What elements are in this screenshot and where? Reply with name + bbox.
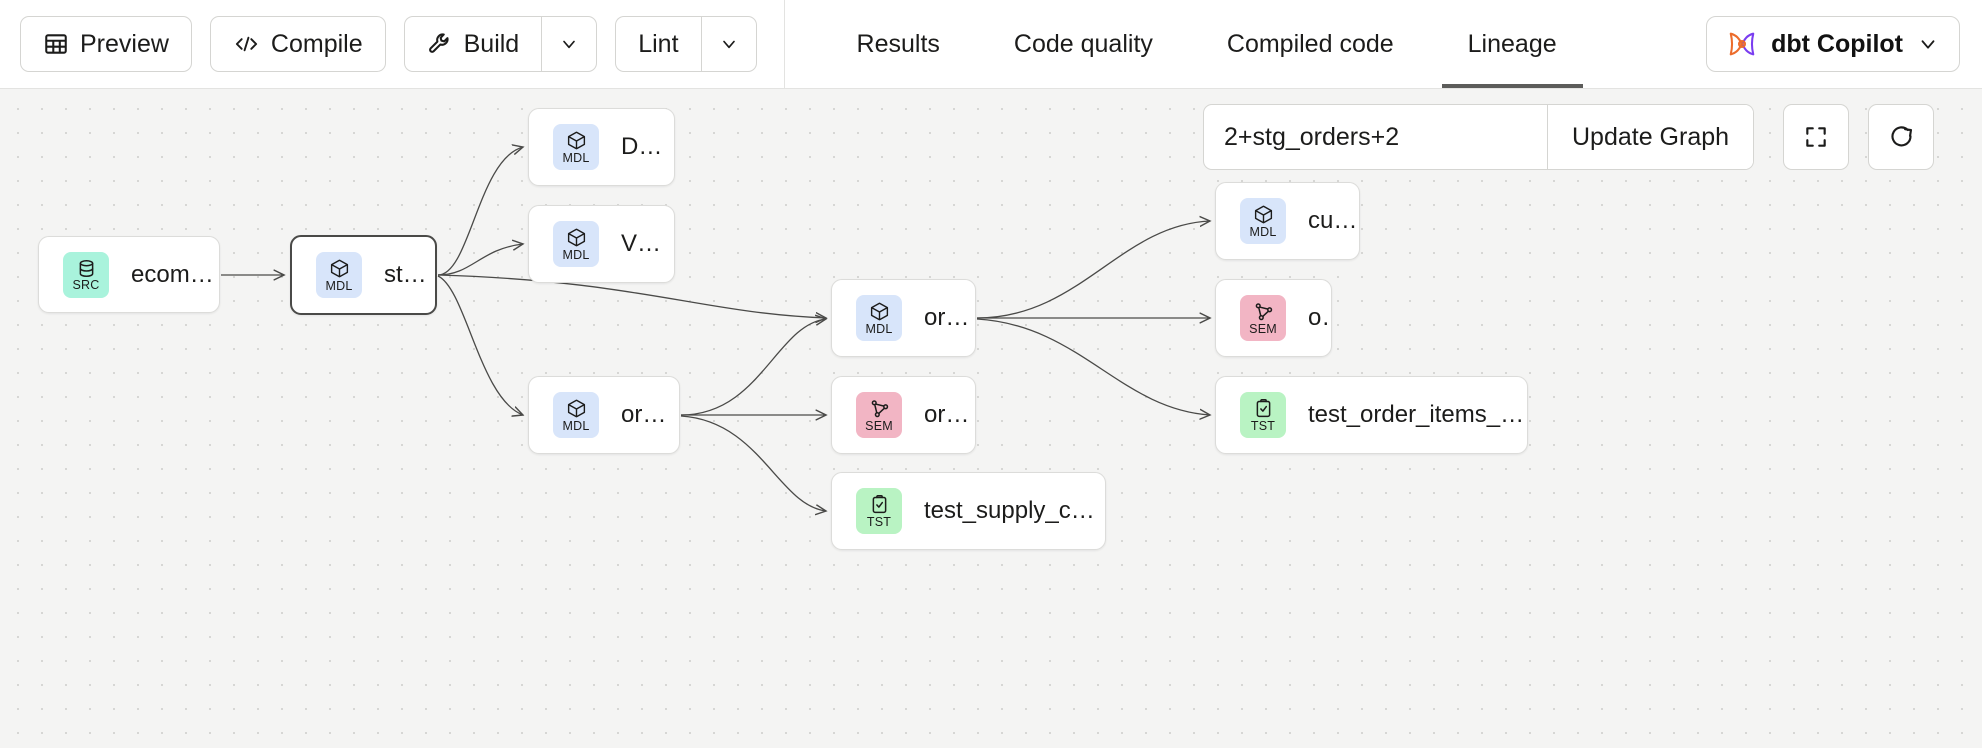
refresh-graph-button[interactable] (1868, 104, 1934, 170)
lineage-node-orders_sem[interactable]: SEM orders (1215, 279, 1332, 357)
node-type-label: TST (866, 514, 892, 529)
tst-badge: TST (1240, 392, 1286, 438)
node-type-label: TST (1250, 418, 1276, 433)
preview-button-label: Preview (80, 29, 169, 58)
cube-icon (566, 398, 587, 420)
build-split-button: Build (403, 16, 598, 72)
table-icon (43, 31, 69, 57)
mdl-badge: MDL (856, 295, 902, 341)
graph-selector-input[interactable] (1204, 105, 1547, 169)
tab-code-quality[interactable]: Code quality (988, 0, 1179, 88)
compile-button[interactable]: Compile (209, 16, 386, 72)
mdl-badge: MDL (553, 124, 599, 170)
node-label: orders (1308, 304, 1331, 331)
node-type-label: MDL (562, 150, 590, 165)
tab-code-quality-label: Code quality (1013, 29, 1153, 58)
node-label: ecom.raw_orders (131, 260, 219, 288)
build-button[interactable]: Build (403, 16, 542, 72)
semantic-icon (869, 398, 890, 420)
fullscreen-icon (1803, 124, 1829, 150)
code-brackets-icon (233, 32, 260, 56)
lint-dropdown-button[interactable] (700, 16, 757, 72)
chevron-down-icon (719, 34, 739, 54)
node-label: customers (1308, 207, 1359, 234)
dbt-copilot-label: dbt Copilot (1771, 29, 1903, 58)
lint-split-button: Lint (615, 16, 757, 72)
sem-badge: SEM (856, 392, 902, 438)
lineage-node-ve_demo[interactable]: MDL VE_Demo (528, 205, 675, 283)
mdl-badge: MDL (316, 252, 362, 298)
clipboard-check-icon (869, 494, 890, 516)
build-button-label: Build (463, 29, 520, 58)
node-type-label: MDL (1249, 224, 1277, 239)
cube-icon (566, 227, 587, 249)
lineage-node-stg_orders[interactable]: MDL stg_orders (290, 235, 437, 315)
fit-to-screen-button[interactable] (1783, 104, 1849, 170)
lineage-node-order_item_sem[interactable]: SEM order_item (831, 376, 976, 454)
tab-results-label: Results (856, 29, 940, 58)
node-label: test_supply_costs_sum_correctly (924, 497, 1105, 524)
node-type-label: SRC (72, 278, 100, 292)
chevron-down-icon (1917, 33, 1939, 55)
node-type-label: MDL (325, 278, 353, 293)
cube-icon (329, 258, 350, 280)
node-label: VE_Demo (621, 230, 674, 257)
tab-results[interactable]: Results (831, 0, 966, 88)
tab-bar: Results Code quality Compiled code Linea… (783, 0, 1982, 88)
node-type-label: SEM (865, 418, 893, 433)
dbt-copilot-button[interactable]: dbt Copilot (1706, 16, 1960, 72)
cube-icon (869, 301, 890, 323)
lineage-edges (221, 89, 1982, 748)
node-label: Demo (621, 133, 674, 160)
database-icon (76, 257, 97, 279)
node-label: stg_orders (384, 261, 435, 288)
node-type-label: MDL (562, 418, 590, 433)
mdl-badge: MDL (553, 221, 599, 267)
cube-icon (566, 130, 587, 152)
src-badge: SRC (63, 251, 109, 298)
build-dropdown-button[interactable] (541, 16, 598, 72)
lineage-node-order_items[interactable]: MDL order_items (528, 376, 680, 454)
node-label: test_order_items_compute_to_bools_c… (1308, 401, 1527, 428)
lint-button-label: Lint (638, 29, 679, 58)
lineage-canvas[interactable]: SRCecom.raw_ordersMDLstg_ordersMDLDemoMD… (0, 89, 1982, 748)
compile-button-label: Compile (270, 29, 363, 58)
graph-selector-group: Update Graph (1203, 104, 1755, 170)
node-type-label: MDL (865, 321, 893, 336)
lineage-node-orders_mdl[interactable]: MDL orders (831, 279, 976, 357)
lineage-node-demo[interactable]: MDL Demo (528, 108, 675, 186)
tab-compiled-code[interactable]: Compiled code (1201, 0, 1420, 88)
preview-button[interactable]: Preview (20, 16, 192, 72)
clipboard-check-icon (1253, 398, 1274, 420)
lint-button[interactable]: Lint (615, 16, 701, 72)
top-toolbar: Preview Compile (0, 0, 1982, 89)
tab-compiled-code-label: Compiled code (1226, 29, 1394, 58)
mdl-badge: MDL (553, 392, 599, 438)
mdl-badge: MDL (1240, 198, 1286, 244)
wrench-icon (427, 31, 453, 57)
chevron-down-icon (559, 34, 579, 54)
tab-lineage[interactable]: Lineage (1441, 0, 1583, 88)
node-type-label: MDL (562, 247, 590, 262)
sem-badge: SEM (1240, 295, 1286, 341)
lineage-node-test_supply[interactable]: TST test_supply_costs_sum_correctly (831, 472, 1106, 550)
node-label: order_item (924, 401, 975, 428)
semantic-icon (1253, 301, 1274, 323)
lineage-node-test_order_items[interactable]: TST test_order_items_compute_to_bools_c… (1215, 376, 1528, 454)
node-label: order_items (621, 401, 679, 428)
dbt-logo-icon (1727, 29, 1757, 59)
action-buttons-group: Preview Compile (0, 0, 757, 88)
refresh-icon (1888, 124, 1915, 151)
lineage-node-customers[interactable]: MDL customers (1215, 182, 1360, 260)
update-graph-button[interactable]: Update Graph (1547, 105, 1754, 169)
lineage-node-ecom_raw_orders[interactable]: SRC ecom.raw_orders (38, 236, 220, 313)
node-label: orders (924, 304, 975, 331)
node-type-label: SEM (1249, 321, 1277, 336)
tst-badge: TST (856, 488, 902, 534)
tab-lineage-label: Lineage (1467, 29, 1557, 58)
cube-icon (1253, 204, 1274, 226)
